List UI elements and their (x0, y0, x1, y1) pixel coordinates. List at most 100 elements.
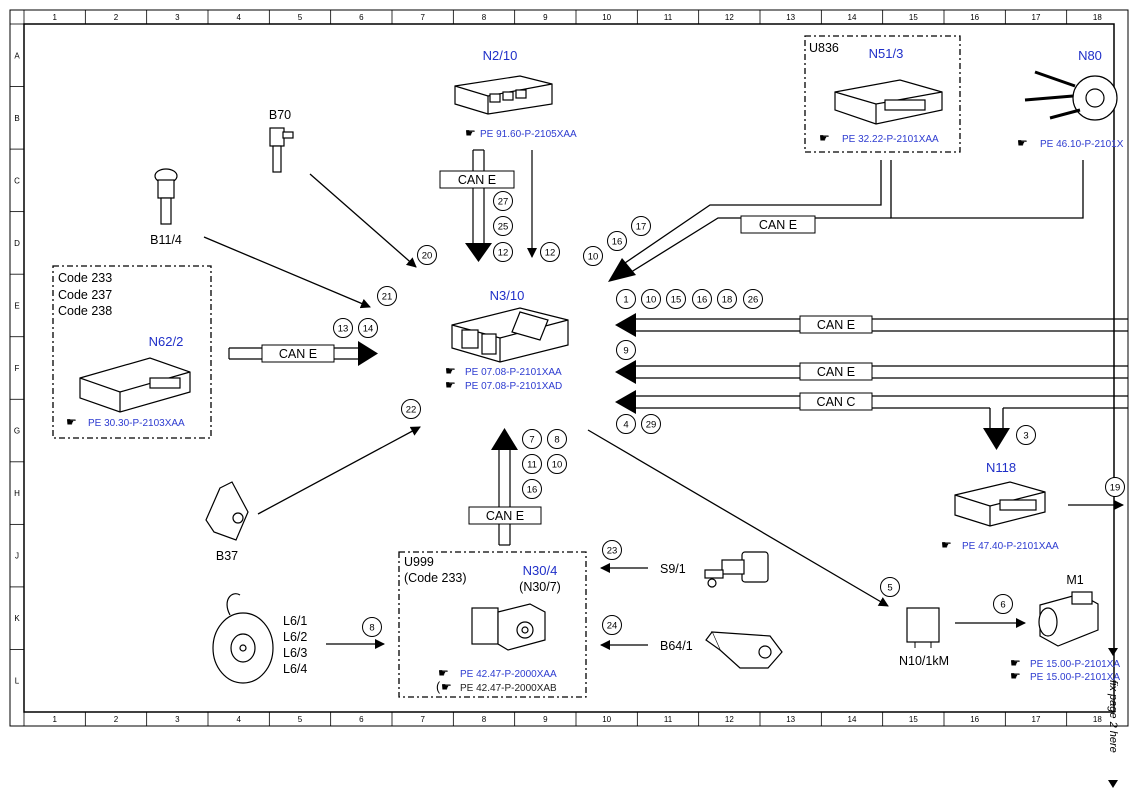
n2-10-module: N2/10 ☛ PE 91.60-P-2105XAA (454, 48, 577, 140)
grid-col-top-2: 2 (114, 13, 119, 22)
grid-col-bottom-17: 17 (1032, 715, 1041, 724)
badge-number-c8b: 8 (369, 623, 374, 634)
b70-label: B70 (269, 108, 291, 122)
badge-circle-c8b (362, 617, 382, 637)
n3-10-ref1: PE 07.08-P-2101XAA (465, 367, 562, 378)
badge-number-c6: 6 (1000, 600, 1005, 611)
grid-row-D: D (14, 239, 20, 248)
badge-circle-c29 (641, 414, 661, 434)
badge-number-c3: 3 (1023, 431, 1028, 442)
badge-number-c18: 18 (722, 295, 733, 306)
u999-label: U999 (404, 555, 434, 569)
side-note: fix page 2 here (1107, 680, 1119, 753)
can-e-n62-label: CAN E (279, 347, 317, 361)
badge-number-c4: 4 (623, 420, 628, 431)
grid-col-bottom-16: 16 (970, 715, 979, 724)
badge-circle-c17 (631, 216, 651, 236)
grid-col-bottom-3: 3 (175, 715, 180, 724)
badge-circle-c13 (333, 318, 353, 338)
grid-col-bottom-1: 1 (52, 715, 57, 724)
ref-hand-icon: ☛ (465, 126, 476, 140)
badge-circle-c6 (993, 594, 1013, 614)
badge-circle-c15 (666, 289, 686, 309)
b11-4-label: B11/4 (150, 233, 182, 247)
badge-number-c26: 26 (748, 295, 759, 306)
badge-circle-c7 (522, 429, 542, 449)
side-note-arrow-bottom (1108, 780, 1118, 788)
n30-4-icon (471, 603, 546, 651)
l6-2-label: L6/2 (283, 630, 307, 644)
badge-number-c23: 23 (607, 546, 618, 557)
n118-ref: PE 47.40-P-2101XAA (962, 541, 1059, 552)
badge-number-c1: 1 (623, 295, 628, 306)
badge-circle-c3 (1016, 425, 1036, 445)
wheel-disc-icon (212, 593, 274, 684)
grid-col-top-1: 1 (52, 13, 57, 22)
n2-10-icon (454, 75, 553, 115)
badge-number-c12a: 12 (498, 248, 509, 259)
badge-number-c5: 5 (887, 583, 892, 594)
grid-col-top-16: 16 (970, 13, 979, 22)
grid-col-top-3: 3 (175, 13, 180, 22)
grid-col-bottom-4: 4 (236, 715, 241, 724)
s9-1-switch: S9/1 (600, 551, 769, 588)
n62-2-ref: PE 30.30-P-2103XAA (88, 418, 185, 429)
u999-group: U999 (Code 233) N30/4 (N30/7) ☛ PE 42.47… (398, 551, 587, 698)
badge-circle-c4 (616, 414, 636, 434)
n3-10-module: N3/10 ☛ PE 07.08-P-2101XAA ☛ PE 07.08-P-… (445, 288, 569, 392)
grid-col-top-4: 4 (236, 13, 241, 22)
m1-label: M1 (1066, 573, 1083, 587)
badge-circle-c27 (493, 191, 513, 211)
code-238-label: Code 238 (58, 304, 112, 318)
s9-1-label: S9/1 (660, 562, 686, 576)
grid-col-bottom-15: 15 (909, 715, 918, 724)
u999-sub: (Code 233) (404, 571, 467, 585)
grid-row-K: K (14, 614, 20, 623)
badge-number-c25: 25 (498, 222, 509, 233)
grid-col-top-11: 11 (664, 13, 673, 22)
grid-row-E: E (14, 301, 19, 310)
badge-number-c29: 29 (646, 420, 657, 431)
l6-4-label: L6/4 (283, 662, 307, 676)
bus-top-right-arrow (608, 258, 636, 282)
badge-number-c9: 9 (623, 346, 628, 357)
svg-text:☛: ☛ (1010, 669, 1021, 683)
badge-number-c24: 24 (607, 621, 618, 632)
badge-circle-c5 (880, 577, 900, 597)
badge-circle-c19 (1105, 477, 1125, 497)
badge-number-c27: 27 (498, 197, 509, 208)
badge-circle-c23 (602, 540, 622, 560)
can-e-top-label: CAN E (759, 218, 797, 232)
grid-row-B: B (14, 114, 19, 123)
grid-col-top-17: 17 (1032, 13, 1041, 22)
can-c-label: CAN C (817, 395, 856, 409)
svg-text:☛: ☛ (1017, 136, 1028, 150)
grid-col-top-13: 13 (786, 13, 795, 22)
can-e-r2-label: CAN E (817, 365, 855, 379)
badge-circle-c21 (377, 286, 397, 306)
code-237-label: Code 237 (58, 288, 112, 302)
n62-2-icon (79, 357, 191, 413)
badge-circle-c20 (417, 245, 437, 265)
badge-number-c12b: 12 (545, 248, 556, 259)
can-e-n2-label: CAN E (458, 173, 496, 187)
grid-col-top-7: 7 (420, 13, 425, 22)
grid-col-bottom-8: 8 (482, 715, 487, 724)
n10-1km-label: N10/1kM (899, 654, 949, 668)
n10-1km-relay: N10/1kM (899, 607, 1026, 668)
badge-circle-c14 (358, 318, 378, 338)
grid-col-top-18: 18 (1093, 13, 1102, 22)
badge-circle-c26 (743, 289, 763, 309)
badge-circle-c10c (547, 454, 567, 474)
svg-text:☛: ☛ (438, 666, 449, 680)
svg-text:☛: ☛ (941, 538, 952, 552)
grid-col-top-12: 12 (725, 13, 734, 22)
n51-3-icon (834, 79, 943, 125)
badge-number-c15: 15 (671, 295, 682, 306)
bus-n62-to-n3: CAN E (228, 341, 378, 366)
grid-row-H: H (14, 489, 20, 498)
badge-number-c21: 21 (382, 292, 393, 303)
